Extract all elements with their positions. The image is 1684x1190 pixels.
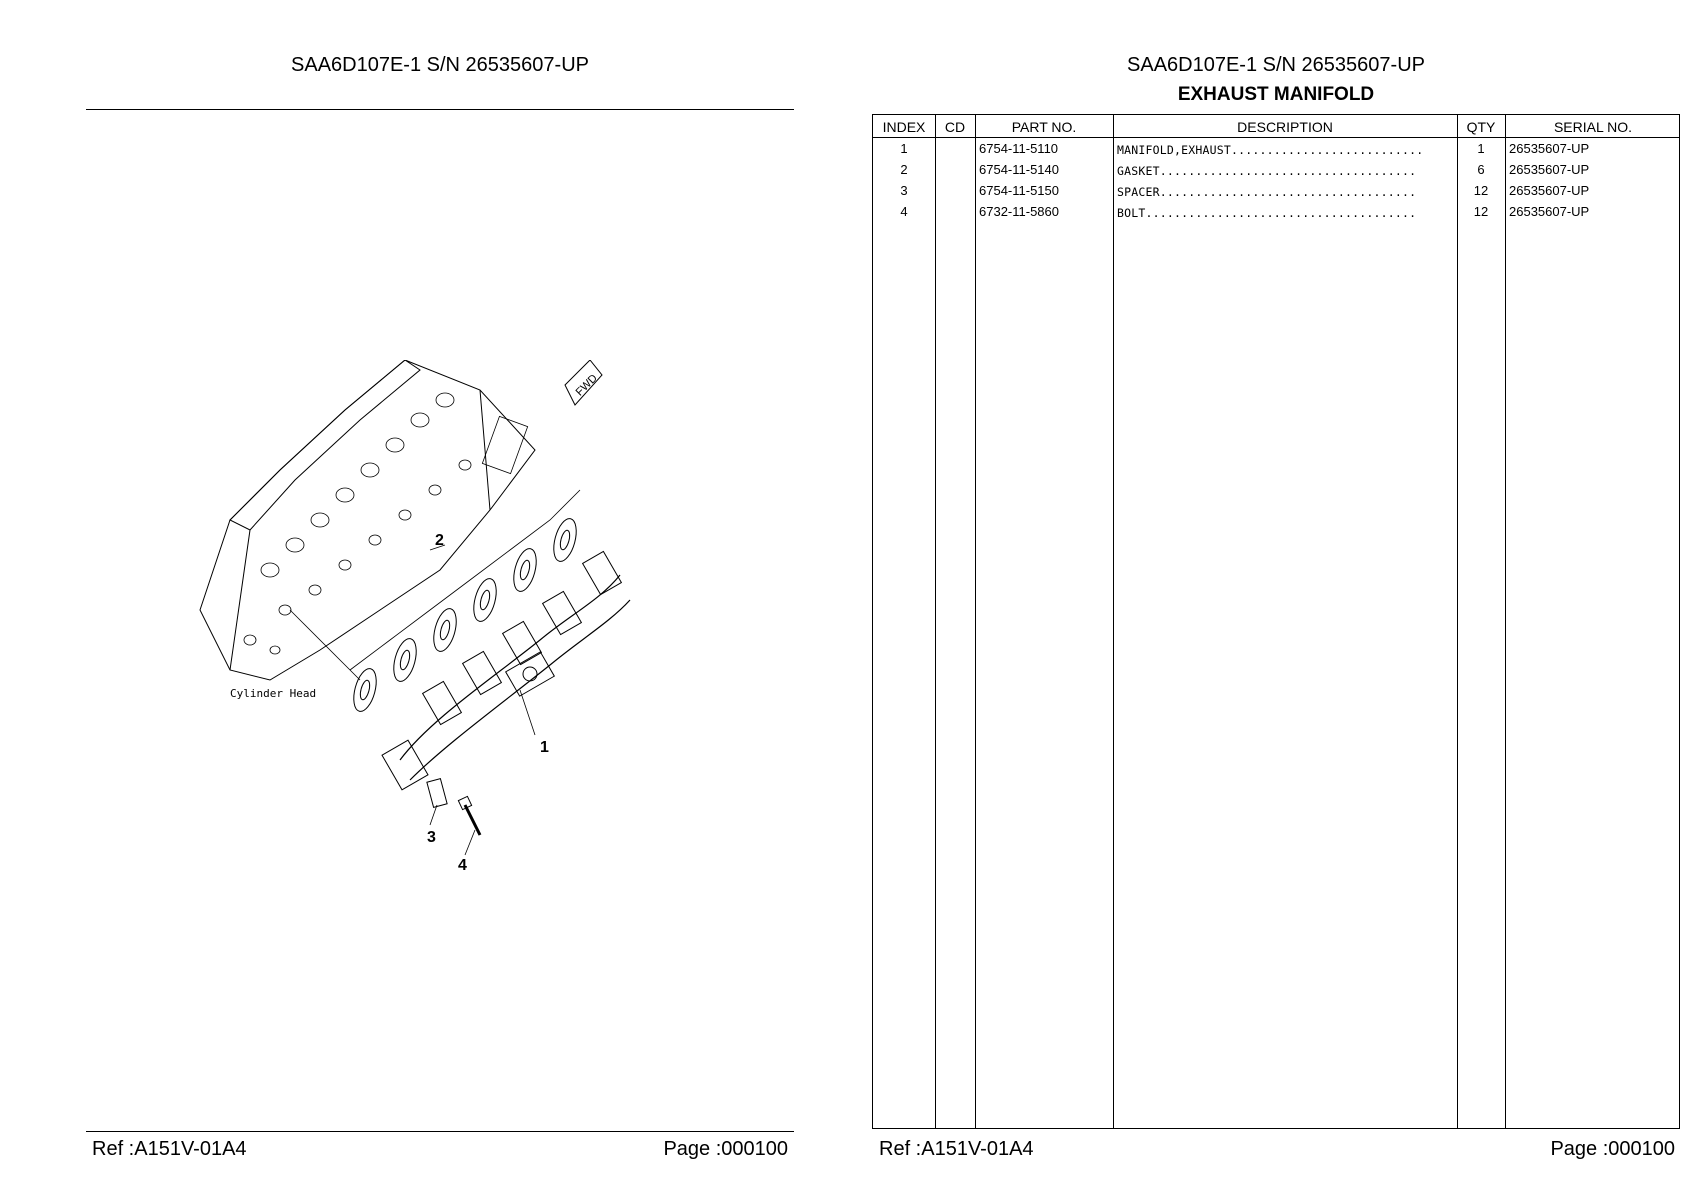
- callout-2: 2: [435, 532, 444, 549]
- left-footer-page: Page :000100: [663, 1138, 788, 1160]
- col-header-part-no: PART NO.: [1011, 119, 1077, 135]
- cell-index: 3: [900, 183, 908, 198]
- left-header-divider: [86, 109, 794, 110]
- cell-index: 1: [900, 141, 908, 156]
- manifold-drawing: [381, 550, 631, 791]
- group-title: EXHAUST MANIFOLD: [1177, 84, 1375, 105]
- col-divider: [1457, 115, 1458, 1128]
- fwd-label: FWD: [574, 372, 600, 398]
- cylinder-head-drawing: [199, 360, 536, 681]
- cell-qty: 6: [1477, 162, 1485, 177]
- cell-serial-no: 26535607-UP: [1509, 204, 1590, 219]
- table-row: 4 6732-11-5860 BOLT.....................…: [873, 202, 1679, 224]
- bolt-drawing: [457, 795, 482, 836]
- callout-3: 3: [427, 829, 436, 846]
- col-header-description: DESCRIPTION: [1237, 119, 1333, 135]
- spacer-drawing: [426, 778, 448, 808]
- col-divider: [1505, 115, 1506, 1128]
- left-footer-divider: [86, 1131, 794, 1132]
- cell-part-no: 6732-11-5860: [979, 204, 1059, 219]
- col-divider: [935, 115, 936, 1128]
- table-row: 2 6754-11-5140 GASKET...................…: [873, 160, 1679, 182]
- cell-serial-no: 26535607-UP: [1509, 183, 1590, 198]
- col-header-serial-no: SERIAL NO.: [1553, 119, 1633, 135]
- cell-qty: 1: [1477, 141, 1485, 156]
- exhaust-manifold-illustration: FWD: [199, 360, 631, 874]
- left-footer-ref: Ref :A151V-01A4: [92, 1138, 247, 1160]
- col-divider: [975, 115, 976, 1128]
- parts-list-table: INDEX CD PART NO. DESCRIPTION QTY SERIAL…: [872, 114, 1680, 1129]
- col-header-qty: QTY: [1466, 119, 1496, 135]
- right-footer-page: Page :000100: [1550, 1138, 1675, 1160]
- fwd-arrow-tag: FWD: [564, 360, 603, 406]
- cell-qty: 12: [1473, 183, 1489, 198]
- cell-serial-no: 26535607-UP: [1509, 162, 1590, 177]
- table-row: 3 6754-11-5150 SPACER...................…: [873, 181, 1679, 203]
- cell-index: 2: [900, 162, 908, 177]
- cell-serial-no: 26535607-UP: [1509, 141, 1590, 156]
- cell-description: SPACER..................................…: [1117, 185, 1417, 199]
- cell-index: 4: [900, 204, 908, 219]
- cell-part-no: 6754-11-5110: [979, 141, 1059, 156]
- header-divider: [873, 137, 1679, 138]
- cell-part-no: 6754-11-5140: [979, 162, 1059, 177]
- col-divider: [1113, 115, 1114, 1128]
- left-page-title: SAA6D107E-1 S/N 26535607-UP: [291, 54, 589, 76]
- cylinder-head-label: Cylinder Head: [230, 687, 316, 700]
- gasket-set-drawing: [349, 489, 581, 712]
- cell-description: GASKET..................................…: [1117, 164, 1417, 178]
- right-footer-ref: Ref :A151V-01A4: [879, 1138, 1034, 1160]
- cell-description: MANIFOLD,EXHAUST........................…: [1117, 143, 1424, 157]
- cell-description: BOLT....................................…: [1117, 206, 1417, 220]
- cell-part-no: 6754-11-5150: [979, 183, 1059, 198]
- table-row: 1 6754-11-5110 MANIFOLD,EXHAUST.........…: [873, 139, 1679, 161]
- callout-4: 4: [458, 857, 467, 874]
- right-page-title: SAA6D107E-1 S/N 26535607-UP: [1127, 54, 1425, 76]
- col-header-index: INDEX: [882, 119, 926, 135]
- leader-lines: [289, 544, 536, 856]
- cell-qty: 12: [1473, 204, 1489, 219]
- col-header-cd: CD: [944, 119, 966, 135]
- callout-1: 1: [540, 739, 549, 756]
